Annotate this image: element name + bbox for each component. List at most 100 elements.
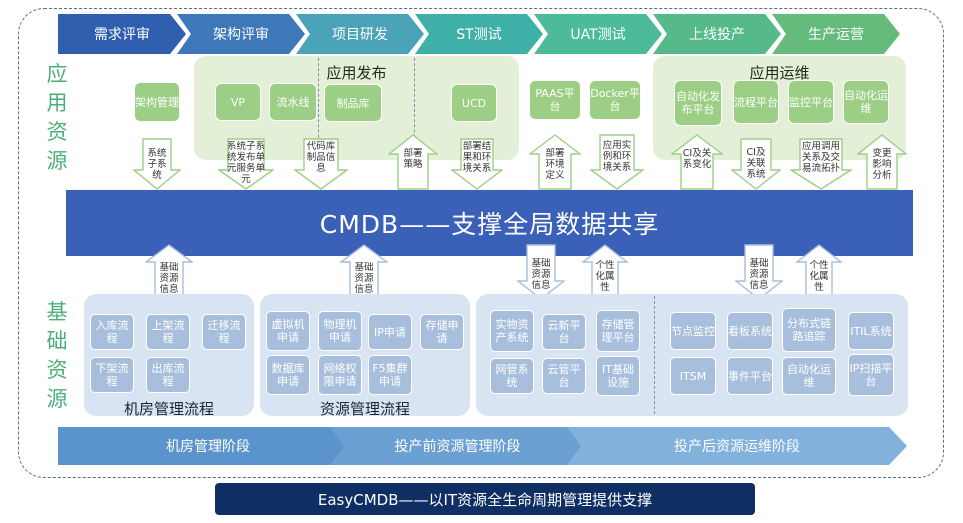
unmount-process-box[interactable]: 下架流程	[90, 357, 134, 393]
physical-request-box[interactable]: 物理机申请	[318, 311, 362, 351]
arrow-label: 基础资源信息	[354, 262, 374, 295]
ip-scan-box[interactable]: IP扫描平台	[848, 354, 894, 396]
side-char: 资	[46, 358, 68, 382]
paas-platform-box[interactable]: PAAS平台	[529, 80, 581, 120]
auto-release-platform-box[interactable]: 自动化发布平台	[674, 80, 722, 126]
docker-platform-box[interactable]: Docker平台	[589, 80, 641, 120]
cmdb-bar: CMDB——支撑全局数据共享	[66, 190, 913, 256]
process-platform-box[interactable]: 流程平台	[733, 80, 779, 124]
arrow-up-infra-info-2: 基础资源信息	[340, 244, 388, 300]
rack-mount-process-box[interactable]: 上架流程	[146, 314, 190, 350]
migration-process-box[interactable]: 迁移流程	[202, 314, 246, 350]
side-char: 用	[46, 91, 68, 115]
divider	[414, 58, 415, 158]
side-char: 资	[46, 120, 68, 144]
arrow-label: 系统子系统	[147, 148, 167, 181]
side-char: 基	[46, 300, 68, 324]
monitoring-platform-box[interactable]: 监控平台	[788, 80, 834, 124]
res-mgmt-title: 资源管理流程	[319, 400, 410, 418]
arrow-up-change-impact: 变更影响分析	[857, 134, 907, 190]
auto-ops-box[interactable]: 自动化运维	[843, 80, 889, 124]
arrow-down-artifact-info: 代码库制品信息	[294, 138, 348, 190]
divider	[654, 296, 655, 414]
dashboard-system-box[interactable]: 看板系统	[727, 312, 773, 350]
bottom-banner: EasyCMDB——以IT资源全生命周期管理提供支撑	[215, 483, 755, 515]
arrow-down-deploy-results: 部署结果和环境关系	[451, 138, 503, 190]
side-label-infra-resources: 基 础 资 源	[44, 298, 70, 414]
arrow-down-ci-related: CI及关联系统	[731, 138, 781, 190]
itil-system-box[interactable]: ITIL系统	[848, 312, 894, 350]
stage-architecture-review[interactable]: 架构评审	[177, 14, 305, 54]
stage-production-ops[interactable]: 生产运营	[772, 14, 900, 54]
arrow-up-deploy-strategy: 部署策略	[388, 134, 438, 190]
network-mgmt-box[interactable]: 网管系统	[490, 358, 534, 394]
arrow-up-custom-attr-2: 个性化属性	[796, 244, 842, 300]
arrow-label: 部署环境定义	[545, 148, 565, 181]
arrow-label: 应用调用关系及交易流拓扑	[801, 141, 840, 174]
cloud-new-platform-box[interactable]: 云新平台	[542, 314, 586, 350]
app-ops-title: 应用运维	[749, 64, 810, 82]
arrow-label: 变更影响分析	[872, 148, 892, 181]
network-permission-box[interactable]: 网络权限申请	[318, 355, 362, 395]
arrow-label: CI及关系变化	[682, 148, 712, 170]
stage-requirements-review[interactable]: 需求评审	[58, 14, 186, 54]
event-platform-box[interactable]: 事件平台	[727, 357, 773, 395]
arrow-label: 部署结果和环境关系	[462, 141, 492, 174]
arrow-up-env-definition: 部署环境定义	[529, 134, 581, 190]
phase-post-production[interactable]: 投产后资源运维阶段	[567, 427, 907, 465]
phase-pre-production[interactable]: 投产前资源管理阶段	[330, 427, 585, 465]
cloud-mgmt-box[interactable]: 云管平台	[542, 358, 586, 394]
db-request-box[interactable]: 数据库申请	[266, 355, 310, 395]
itsm-box[interactable]: ITSM	[670, 357, 716, 395]
stage-st-test[interactable]: ST测试	[415, 14, 543, 54]
arch-mgmt-box[interactable]: 架构管理	[134, 82, 180, 122]
storage-mgmt-box[interactable]: 存储管理平台	[596, 310, 640, 352]
arrow-label: 应用实例和环境关系	[602, 140, 632, 173]
arrow-label: CI及关联系统	[746, 147, 766, 180]
side-char: 础	[46, 329, 68, 353]
ip-request-box[interactable]: IP申请	[368, 314, 412, 350]
side-label-app-resources: 应 用 资 源	[44, 60, 70, 176]
it-infra-box[interactable]: IT基础设施	[596, 356, 640, 396]
arrow-label: 部署策略	[403, 148, 423, 170]
app-release-title: 应用发布	[326, 64, 387, 82]
phase-room-mgmt[interactable]: 机房管理阶段	[58, 427, 358, 465]
arrow-label: 基础资源信息	[749, 258, 769, 291]
distributed-tracing-box[interactable]: 分布式链路追踪	[782, 308, 836, 352]
arrow-down-service-units: 系统子系统发布单元服务单元	[218, 138, 274, 190]
arrow-up-ci-change: CI及关系变化	[671, 134, 723, 190]
inbound-process-box[interactable]: 入库流程	[90, 314, 134, 350]
arrow-up-custom-attr-1: 个性化属性	[582, 244, 628, 300]
storage-request-box[interactable]: 存储申请	[420, 314, 464, 350]
side-char: 应	[46, 62, 68, 86]
vp-box[interactable]: VP	[215, 83, 261, 121]
outer-frame	[18, 8, 944, 478]
stage-project-dev[interactable]: 项目研发	[296, 14, 424, 54]
arrow-down-call-topology: 应用调用关系及交易流拓扑	[790, 138, 852, 190]
physical-asset-box[interactable]: 实物资产系统	[490, 310, 534, 352]
divider	[318, 58, 319, 158]
side-char: 源	[46, 149, 68, 173]
arrow-label: 代码库制品信息	[306, 141, 336, 174]
outbound-process-box[interactable]: 出库流程	[146, 357, 190, 393]
stage-go-live[interactable]: 上线投产	[653, 14, 781, 54]
arrow-up-infra-info-1: 基础资源信息	[145, 244, 193, 300]
arrow-down-system: 系统子系统	[133, 138, 181, 190]
arrow-down-infra-info-1: 基础资源信息	[517, 244, 565, 300]
arrow-down-instance-env: 应用实例和环境关系	[590, 134, 644, 190]
f5-cluster-box[interactable]: F5集群申请	[368, 355, 412, 395]
node-monitor-box[interactable]: 节点监控	[670, 312, 716, 350]
auto-ops-infra-box[interactable]: 自动化运维	[782, 357, 836, 395]
pipeline-box[interactable]: 流水线	[269, 83, 317, 121]
ucd-box[interactable]: UCD	[451, 84, 497, 122]
artifact-repo-box[interactable]: 制品库	[324, 84, 382, 122]
side-char: 源	[46, 387, 68, 411]
stage-uat-test[interactable]: UAT测试	[534, 14, 662, 54]
arrow-label: 系统子系统发布单元服务单元	[227, 141, 266, 185]
room-mgmt-title: 机房管理流程	[123, 400, 214, 418]
arrow-label: 基础资源信息	[159, 262, 179, 295]
arrow-down-infra-info-2: 基础资源信息	[735, 244, 783, 300]
vm-request-box[interactable]: 虚拟机申请	[266, 311, 310, 351]
arrow-label: 个性化属性	[595, 260, 615, 293]
arrow-label: 个性化属性	[809, 260, 829, 293]
